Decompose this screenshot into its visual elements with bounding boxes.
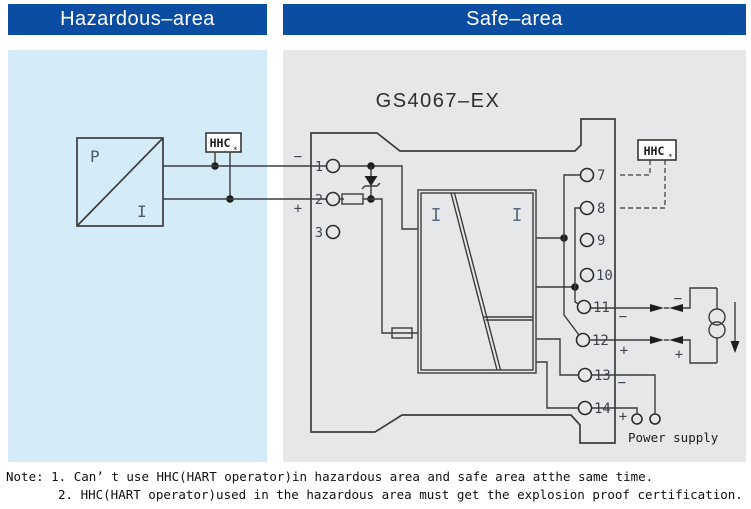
- arrow-right-icon: [650, 304, 664, 312]
- hhc-hazard-box: [205, 132, 242, 153]
- terminal-8-label: 8: [597, 201, 605, 217]
- isolator-output-label: I: [512, 205, 523, 226]
- safe-area-region: [283, 50, 746, 462]
- terminal-14-label: 14: [594, 401, 611, 417]
- wire-13-out: [591, 374, 656, 414]
- safe-area-title: Safe–area: [466, 8, 563, 30]
- terminal-13-sign: −: [618, 375, 626, 391]
- output-load-circuit: − − + +: [590, 287, 740, 364]
- arrow-left-icon: [669, 336, 683, 344]
- safe-area-header: Safe–area: [283, 4, 746, 35]
- arrow-right-icon: [650, 336, 664, 344]
- terminal-9: [579, 232, 595, 248]
- terminal-1: [325, 158, 341, 174]
- hhc-dashed-wire-8: [617, 160, 666, 209]
- zener-diode-icon: [364, 176, 378, 186]
- wire-terminal1-to-block: [339, 165, 418, 230]
- hazardous-area-region: [8, 50, 267, 462]
- terminal-12-label: 12: [592, 333, 609, 349]
- terminal-2-label: 2: [315, 192, 323, 208]
- terminal-8: [579, 200, 595, 216]
- wire-net-8-11: [574, 207, 581, 305]
- terminal-10: [579, 267, 595, 283]
- transmitter-i-label: I: [137, 202, 147, 221]
- terminal-1-sign: −: [294, 149, 302, 165]
- wire-power-minus: [536, 338, 579, 376]
- device-outline: [310, 118, 616, 444]
- power-supply-circuit: − + Power supply: [591, 374, 719, 445]
- output-wiring: [536, 174, 581, 409]
- terminal-11-sign: −: [619, 309, 627, 325]
- hazardous-area-header: Hazardous–area: [8, 4, 267, 35]
- power-supply-label: Power supply: [628, 430, 719, 445]
- terminal-3: [325, 224, 341, 240]
- terminal-7: [579, 167, 595, 183]
- terminal-10-label: 10: [596, 268, 613, 284]
- terminal-2-sign: +: [294, 201, 302, 217]
- terminal-13: [577, 367, 593, 383]
- fuse-icon: [391, 327, 413, 339]
- hhc-safe-label: HHC: [644, 144, 665, 158]
- terminal-12: [575, 332, 591, 348]
- hhc-safe-box: [637, 139, 677, 161]
- arrow-left-icon: [669, 304, 683, 312]
- wire-power-plus: [536, 361, 579, 409]
- terminal-1-label: 1: [315, 159, 323, 175]
- input-protection-network: [339, 162, 418, 339]
- isolator-input-label: I: [431, 205, 442, 226]
- terminal-2: [325, 191, 341, 207]
- current-direction-arrow-icon: [730, 341, 740, 353]
- hhc-hazard-label: HHC: [210, 136, 231, 150]
- wire-net-7-12: [563, 174, 581, 336]
- load-plus-sign: +: [675, 347, 683, 363]
- hazardous-area-title: Hazardous–area: [60, 8, 215, 30]
- block-outer-border: [417, 189, 537, 374]
- terminal-13-label: 13: [594, 368, 611, 384]
- terminal-14-sign: +: [619, 409, 627, 425]
- note-line-1: Note: 1. Can’ t use HHC(HART operator)in…: [6, 469, 654, 484]
- device-title: GS4067–EX: [376, 90, 501, 112]
- right-terminals: 7 8 9 10 11 12 13 14: [575, 167, 613, 417]
- terminal-12-sign: +: [620, 343, 628, 359]
- load-meter-icon: [708, 308, 726, 326]
- block-inner-border: [420, 192, 534, 371]
- terminal-7-label: 7: [597, 168, 605, 184]
- block-diagonal: [453, 192, 502, 371]
- terminal-14: [577, 400, 593, 416]
- power-supply-terminal: [649, 413, 661, 425]
- transmitter-diagonal: [76, 137, 164, 227]
- terminal-9-label: 9: [597, 233, 605, 249]
- hhc-safe-mark: ∗: [668, 151, 673, 160]
- hhc-hazard-mark: ∗: [233, 144, 238, 153]
- terminal-11: [576, 299, 592, 315]
- wire-load-top: [683, 287, 717, 309]
- transmitter-box: [76, 137, 164, 227]
- wire-14-out: [591, 407, 638, 414]
- left-terminals: 1 2 3 − +: [294, 149, 341, 241]
- wire-load-bottom: [683, 339, 717, 364]
- resistor-icon: [341, 193, 364, 205]
- terminal-3-label: 3: [315, 225, 323, 241]
- note-line-2: 2. HHC(HART operator)used in the hazardo…: [58, 487, 743, 502]
- block-diagonal: [450, 192, 498, 371]
- load-minus-sign: −: [674, 291, 682, 307]
- hhc-dashed-wire-7: [617, 160, 651, 176]
- transmitter-p-label: P: [90, 147, 100, 166]
- pressure-transmitter-symbol: P I: [76, 137, 164, 227]
- isolation-amplifier-block: I I: [417, 189, 537, 374]
- power-supply-terminal: [631, 413, 643, 425]
- hhc-hazard-symbol: HHC ∗: [205, 132, 242, 203]
- hhc-safe-symbol: HHC ∗: [617, 139, 677, 209]
- wire-terminal2-to-block: [363, 198, 418, 334]
